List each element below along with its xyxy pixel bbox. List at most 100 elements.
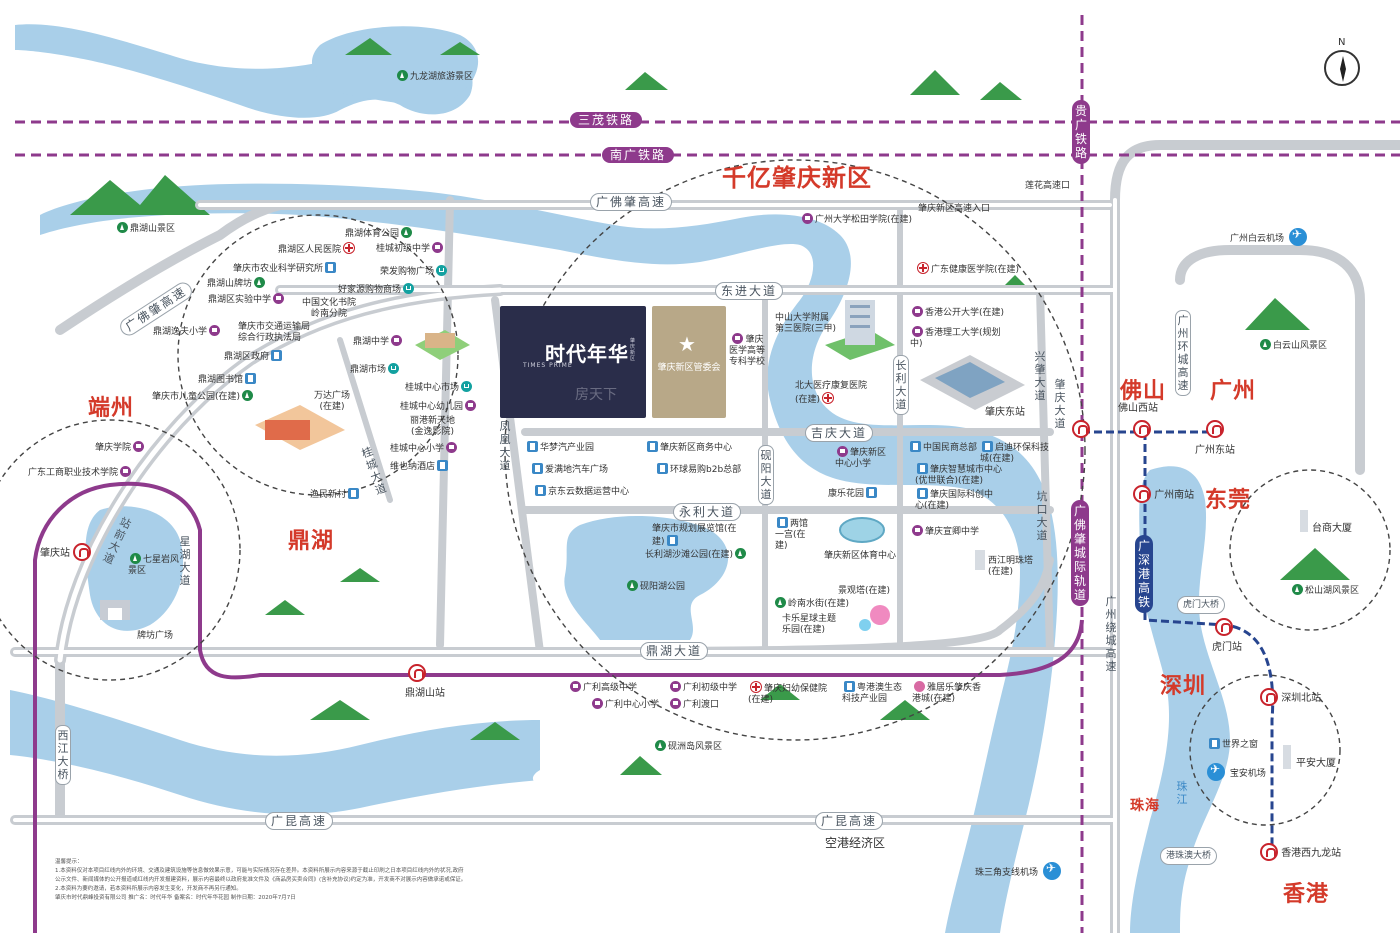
- poi-quzhengfu[interactable]: 鼎湖区政府: [224, 350, 284, 363]
- station-xianggang[interactable]: 香港西九龙站: [1260, 843, 1341, 861]
- poi-baiyunshan[interactable]: 白云山风景区: [1258, 339, 1327, 352]
- poi-beida-hosp[interactable]: 北大医疗康复医院(在建): [795, 381, 875, 406]
- district-zhuhai: 珠海: [1130, 798, 1160, 814]
- poi-library[interactable]: 鼎湖图书馆: [198, 373, 258, 386]
- poi-yanzhou[interactable]: 砚洲岛风景区: [653, 740, 722, 753]
- gov-card[interactable]: [652, 306, 726, 418]
- poi-hk-tech-univ[interactable]: 香港理工大学(规划中): [910, 326, 1005, 350]
- poi-yaju[interactable]: 雅居乐肇庆香港城(在建): [912, 681, 984, 705]
- school-icon: [209, 325, 221, 336]
- poi-book-city[interactable]: 中国文化书院岭南分院: [300, 298, 358, 320]
- poi-songshanhu[interactable]: 松山湖风景区: [1290, 584, 1359, 597]
- road-label-yongli: 永利大道: [673, 503, 742, 521]
- poi-xijiang-tower[interactable]: 西江明珠塔(在建): [988, 556, 1036, 578]
- poi-carnival[interactable]: 卡乐星球主题乐园(在建): [782, 614, 840, 636]
- poi-kangle[interactable]: 康乐花园: [828, 487, 879, 500]
- poi-guangli-primary[interactable]: 广利中心小学: [590, 698, 659, 711]
- road-label-guangfozhao: 广佛肇高速: [590, 193, 673, 211]
- poi-label: 中山大学附属第三医院(三甲): [775, 313, 837, 334]
- poi-dinghushan[interactable]: 鼎湖山景区: [115, 222, 175, 235]
- poi-sports-center[interactable]: 肇庆新区体育中心: [824, 551, 896, 562]
- poi-taishang[interactable]: 台商大厦: [1312, 523, 1352, 534]
- poi-newarea-primary[interactable]: 肇庆新区中心小学: [835, 446, 890, 470]
- poi-lingnan-street[interactable]: 岭南水街(在建): [773, 597, 849, 610]
- poi-kongang[interactable]: 空港经济区: [825, 837, 885, 849]
- poi-shiyan-middle[interactable]: 鼎湖区实验中学: [208, 293, 286, 306]
- poi-gengfu[interactable]: 鼎湖逸夫小学: [153, 325, 222, 338]
- poi-nongke[interactable]: 肇庆市农业科学研究所: [233, 262, 338, 275]
- road-label-newarea-entry: 肇庆新区高速入口: [918, 204, 991, 214]
- poi-zhaoqing-college[interactable]: 肇庆学院: [95, 441, 146, 454]
- lake-changli: [564, 515, 729, 640]
- poi-huameng[interactable]: 华梦汽产业园: [525, 441, 594, 454]
- poi-label: 平安大厦: [1296, 758, 1336, 769]
- poi-guicheng-primary[interactable]: 桂城中心小学: [390, 442, 459, 455]
- station-dinghushan[interactable]: [408, 664, 426, 682]
- poi-guicheng-middle[interactable]: 桂城初级中学: [376, 242, 445, 255]
- poi-aiman[interactable]: 爱满地汽车广场: [530, 463, 608, 476]
- poi-guangdong-tech[interactable]: 广东工商职业技术学院: [28, 466, 133, 479]
- project-card[interactable]: [500, 306, 646, 418]
- poi-zhongshan-hosp[interactable]: 中山大学附属第三医院(三甲): [775, 313, 837, 335]
- poi-paifang-square[interactable]: 牌坊广场: [137, 631, 173, 642]
- poi-hk-open-univ[interactable]: 香港公开大学(在建): [910, 306, 1004, 319]
- poi-qixingyan[interactable]: 七星岩风景区: [128, 553, 180, 577]
- poi-smart-city[interactable]: 肇庆智慧城市中心(优世联合)(在建): [915, 463, 1010, 487]
- poi-business-center[interactable]: 肇庆新区商务中心: [645, 441, 732, 454]
- poi-planning-hall[interactable]: 肇庆市规划展览馆(在建): [652, 524, 747, 548]
- poi-qidi[interactable]: 启迪环保科技城(在建): [980, 441, 1050, 465]
- poi-b2b[interactable]: 环球易购b2b总部: [655, 463, 741, 476]
- poi-lijiang[interactable]: 丽港新天地(金逸影院): [410, 416, 455, 438]
- poi-china-business[interactable]: 中国民商总部: [908, 441, 977, 454]
- road-label-kanjiao: 坑口大道: [1036, 490, 1048, 542]
- station-foshanxi[interactable]: [1133, 420, 1151, 438]
- poi-yanyang-park[interactable]: 砚阳湖公园: [625, 580, 685, 593]
- station-shenzhenbei[interactable]: 深圳北站: [1260, 688, 1321, 706]
- station-humen[interactable]: [1215, 618, 1233, 636]
- building-icon: [271, 350, 283, 361]
- station-zhaoqing[interactable]: 肇庆站: [40, 543, 92, 561]
- poi-guangao-park[interactable]: 粤港澳生态科技产业园: [842, 681, 907, 705]
- station-guangzhoudong[interactable]: [1206, 420, 1224, 438]
- poi-pingan[interactable]: 平安大厦: [1296, 758, 1336, 769]
- poi-songtian[interactable]: 广州大学松田学院(在建): [800, 213, 912, 226]
- airport-baoan[interactable]: 宝安机场: [1205, 763, 1266, 781]
- poi-wanda[interactable]: 万达广场(在建): [310, 391, 354, 413]
- poi-guangli-high[interactable]: 广利高级中学: [568, 681, 637, 694]
- station-guangzhounan[interactable]: 广州南站: [1133, 485, 1194, 503]
- poi-jiulonghu[interactable]: 九龙湖旅游景区: [395, 70, 473, 83]
- poi-changli-park[interactable]: 长利湖沙滩公园(在建): [645, 548, 748, 561]
- towers: [975, 510, 1308, 769]
- poi-yucun[interactable]: 渔民新村: [310, 488, 361, 501]
- poi-guangli-ferry[interactable]: 广利渡口: [668, 698, 719, 711]
- poi-guangli-junior[interactable]: 广利初级中学: [668, 681, 737, 694]
- poi-paifang[interactable]: 鼎湖山牌坊: [207, 277, 267, 290]
- poi-weiye-hotel[interactable]: 维也纳酒店: [390, 460, 450, 473]
- poi-yuzhong[interactable]: 肇庆宣卿中学: [910, 525, 979, 538]
- poi-intl-center[interactable]: 肇庆国际科创中心(在建): [915, 488, 995, 512]
- poi-jiaotong[interactable]: 肇庆市交通运输局综合行政执法局: [238, 322, 313, 344]
- poi-guicheng-market[interactable]: 桂城中心市场: [405, 381, 474, 394]
- poi-jingguan-tower[interactable]: 景观塔(在建): [838, 586, 890, 597]
- poi-rongfa[interactable]: 荣发购物广场: [380, 265, 449, 278]
- airplane-icon: [1207, 763, 1225, 781]
- poi-haojia[interactable]: 好家源购物商场: [338, 283, 416, 296]
- poi-jingdong[interactable]: 京东云数据运营中心: [533, 485, 629, 498]
- poi-children-park[interactable]: 肇庆市儿童公园(在建): [152, 390, 255, 403]
- poi-maternal[interactable]: 肇庆妇幼保健院(在建): [748, 681, 836, 706]
- poi-tiyu[interactable]: 鼎湖体育公园: [345, 227, 414, 240]
- poi-liangguan[interactable]: 两馆一宫(在建): [775, 517, 815, 552]
- poi-dinghu-market[interactable]: 鼎湖市场: [350, 363, 401, 376]
- airport-zhusanjiao[interactable]: 珠三角支线机场: [975, 862, 1063, 880]
- road-label-humen-bridge: 虎门大桥: [1177, 596, 1226, 614]
- poi-window[interactable]: 世界之窗: [1207, 738, 1258, 751]
- poi-renmin-hosp[interactable]: 鼎湖区人民医院: [278, 242, 357, 256]
- poi-medical-school[interactable]: 肇庆医学高等专科学校: [728, 333, 766, 368]
- poi-health-college[interactable]: 广东健康医学院(在建): [915, 262, 1019, 276]
- school-icon: [670, 698, 681, 709]
- poi-label: 北大医疗康复医院(在建): [795, 381, 868, 405]
- poi-guicheng-kinder[interactable]: 桂城中心幼儿园: [400, 400, 478, 413]
- poi-dinghu-middle[interactable]: 鼎湖中学: [353, 335, 404, 348]
- station-zhaoqingdong[interactable]: [1072, 420, 1090, 438]
- airport-baiyun[interactable]: 广州白云机场: [1230, 228, 1309, 246]
